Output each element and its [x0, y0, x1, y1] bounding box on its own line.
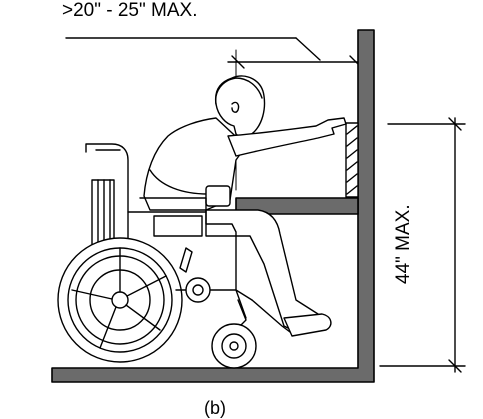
- height-tick-top: [448, 117, 462, 131]
- spoke-2: [126, 275, 167, 297]
- person-hair: [215, 77, 263, 105]
- wheelchair-rear-wheel: [57, 237, 183, 363]
- wheelchair-armrest: [139, 197, 207, 213]
- spoke-5: [71, 289, 113, 300]
- caster-hub: [221, 333, 247, 359]
- person-rest-arm: [149, 169, 209, 195]
- wheelchair-front-caster: [211, 299, 257, 369]
- wheelchair: [57, 143, 291, 369]
- seated-person: [143, 75, 347, 337]
- wall-floor-section: [51, 29, 375, 383]
- height-tick-bottom: [448, 359, 462, 373]
- spoke-4: [99, 306, 117, 349]
- counter-shelf: [235, 197, 359, 215]
- person-hand: [205, 185, 231, 207]
- control-hatch-5: [346, 173, 358, 183]
- wheelchair-side-panel: [153, 215, 203, 237]
- person-leg: [205, 209, 329, 335]
- caster-fork: [237, 299, 247, 327]
- control-hatch-4: [346, 161, 358, 171]
- control-hatch-6: [346, 185, 358, 195]
- wheelchair-axle-cap: [185, 277, 211, 303]
- wheelchair-brake-lever: [179, 247, 193, 273]
- counter-top: [235, 197, 359, 215]
- figure-caption: (b): [204, 398, 226, 418]
- person-reaching-arm: [227, 117, 347, 157]
- control-hatch-3: [346, 149, 358, 159]
- person-ear: [231, 101, 240, 113]
- wheelchair-axle-center: [192, 284, 204, 296]
- reach-tick-left: [231, 55, 245, 69]
- reach-leader-slant: [295, 37, 321, 61]
- spoke-3: [125, 304, 161, 331]
- height-dimension: [379, 117, 466, 373]
- rear-wheel-hub: [111, 291, 129, 309]
- caster-axle: [229, 341, 239, 351]
- reach-dimension-label: >20" - 25" MAX.: [62, 0, 198, 21]
- caster-wheel: [211, 323, 257, 369]
- person-foot: [283, 313, 332, 337]
- height-dimension-label: 44" MAX.: [393, 204, 414, 284]
- wall-control: [345, 122, 359, 198]
- control-hatch-2: [346, 137, 358, 147]
- wall-control-plate: [345, 122, 359, 198]
- wheelchair-footrest: [251, 299, 291, 333]
- control-hatch-1: [346, 125, 358, 135]
- wall-and-floor: [51, 29, 375, 383]
